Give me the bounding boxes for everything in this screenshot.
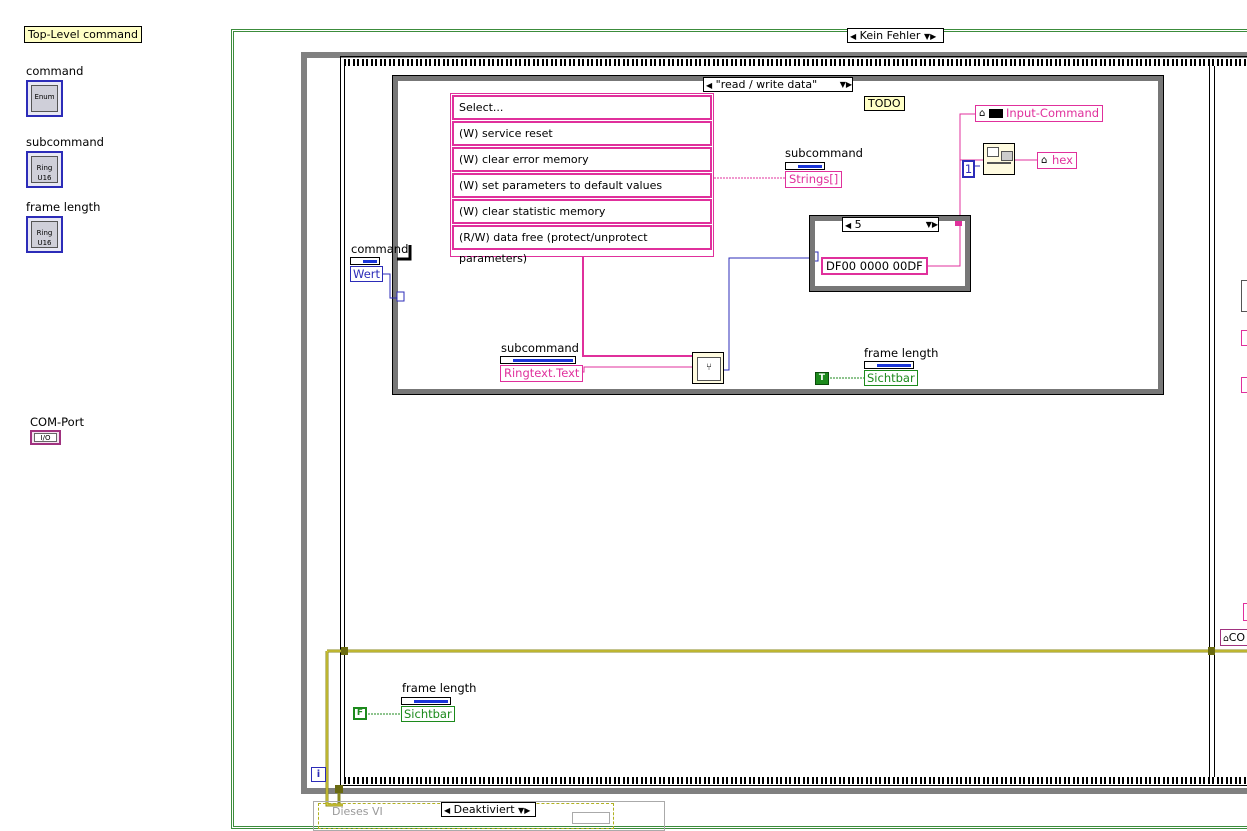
- subcommand-node-label: subcommand: [501, 341, 579, 355]
- true-constant[interactable]: T: [815, 372, 829, 385]
- home-icon: ⌂: [979, 108, 986, 119]
- sequence-frame-2: [1214, 66, 1247, 777]
- command-label: command: [26, 64, 84, 78]
- subcommand-property-node-header[interactable]: [785, 162, 825, 170]
- flat-sequence-frame[interactable]: [340, 56, 1247, 786]
- right-arrow-icon[interactable]: ▶: [524, 806, 531, 815]
- strings-prop[interactable]: Strings[]: [785, 171, 843, 188]
- partial-node: [1243, 603, 1247, 621]
- frame-length-property-node-header[interactable]: [864, 361, 914, 369]
- sequence-frame-1: [344, 66, 1210, 777]
- strings-array-constant[interactable]: [450, 93, 714, 257]
- case-selector-terminal[interactable]: [396, 291, 405, 302]
- command-node-label: command: [351, 242, 409, 256]
- sichtbar-prop[interactable]: Sichtbar: [864, 370, 918, 386]
- inner-case-selector[interactable]: ◀ "read / write data" ▶▼: [703, 77, 853, 92]
- disabled-text: Dieses VI: [332, 805, 383, 818]
- false-constant[interactable]: F: [353, 707, 367, 720]
- tunnel[interactable]: [955, 219, 962, 226]
- array-element[interactable]: (W) clear error memory: [452, 147, 712, 172]
- wire-error-cluster-left[interactable]: [325, 651, 343, 807]
- wire-command-value[interactable]: [380, 273, 400, 299]
- input-command-local[interactable]: ⌂ Input-Command: [975, 105, 1104, 122]
- frame-length-label: frame length: [26, 200, 101, 214]
- partial-node: [1241, 330, 1247, 346]
- subcommand-node-label: subcommand: [785, 146, 863, 160]
- tunnel[interactable]: [341, 647, 348, 655]
- left-arrow-icon[interactable]: ◀: [845, 221, 852, 230]
- dropdown-icon[interactable]: ▼: [518, 806, 525, 815]
- sequence-bottom-filmstrip: [344, 777, 1247, 784]
- left-arrow-icon[interactable]: ◀: [444, 806, 451, 815]
- frame-length-node-label: frame length: [864, 346, 939, 360]
- com-port-local[interactable]: ⌂CO: [1220, 629, 1247, 646]
- dropdown-icon[interactable]: ▼: [839, 80, 846, 89]
- frame-length-property-node-header[interactable]: [401, 697, 451, 705]
- numeric-constant[interactable]: 1: [962, 160, 975, 178]
- frame-length-node-label: frame length: [402, 681, 477, 695]
- hex-string-constant[interactable]: DF00 0000 00DF: [821, 257, 928, 275]
- ringtext-prop[interactable]: Ringtext.Text: [500, 365, 584, 382]
- loop-iteration-terminal[interactable]: i: [311, 767, 326, 782]
- while-loop[interactable]: [301, 52, 1247, 794]
- right-arrow-icon[interactable]: ▶: [930, 32, 937, 41]
- sichtbar-prop[interactable]: Sichtbar: [401, 706, 455, 722]
- sequence-top-filmstrip: [344, 59, 1247, 66]
- tunnel[interactable]: [1208, 647, 1215, 655]
- error-case-selector[interactable]: ◀ Kein Fehler ▼▶: [847, 28, 944, 43]
- disabled-node: [572, 812, 610, 824]
- array-element[interactable]: (W) service reset: [452, 121, 712, 146]
- redacted-block: [989, 109, 1003, 118]
- left-arrow-icon[interactable]: ◀: [850, 32, 857, 41]
- dropdown-icon[interactable]: ▼: [923, 32, 931, 41]
- string-convert-function-icon[interactable]: [983, 143, 1015, 175]
- io-icon: I/O: [34, 433, 57, 442]
- subcommand-label: subcommand: [26, 135, 104, 149]
- command-value-prop[interactable]: Wert: [350, 266, 384, 282]
- partial-node: [1241, 377, 1247, 393]
- nested-case-selector[interactable]: ◀ 5 ▶▼: [842, 217, 939, 232]
- tunnel[interactable]: [335, 785, 343, 793]
- todo-comment: TODO: [864, 96, 905, 111]
- right-arrow-icon[interactable]: ▶: [931, 220, 938, 229]
- home-icon: ⌂: [1223, 634, 1229, 644]
- array-element[interactable]: Select...: [452, 95, 712, 120]
- partial-node: [1241, 280, 1247, 312]
- wire-ring-to-select[interactable]: [582, 257, 693, 357]
- home-icon: ⌂: [1041, 155, 1048, 166]
- wire-hex-to-command[interactable]: [915, 113, 975, 267]
- left-arrow-icon[interactable]: ◀: [706, 81, 713, 90]
- array-element[interactable]: (W) clear statistic memory: [452, 199, 712, 224]
- right-arrow-icon[interactable]: ▶: [845, 80, 852, 89]
- hex-local[interactable]: ⌂ hex: [1037, 152, 1077, 169]
- top-level-comment: Top-Level command: [24, 26, 142, 43]
- command-property-node-header[interactable]: [350, 257, 380, 265]
- subcommand-property-node-header[interactable]: [500, 356, 576, 364]
- com-port-label: COM-Port: [30, 415, 84, 429]
- wire-ringtext[interactable]: [577, 366, 693, 373]
- wire-select-to-case[interactable]: [724, 257, 812, 371]
- disabled-case-selector[interactable]: ◀ Deaktiviert ▼▶: [441, 802, 536, 817]
- command-enum-terminal[interactable]: Enum: [26, 80, 63, 117]
- com-port-terminal[interactable]: I/O: [30, 430, 61, 445]
- select-function-icon[interactable]: ⑂: [692, 352, 724, 384]
- array-element[interactable]: (W) set parameters to default values: [452, 173, 712, 198]
- enum-icon: Enum: [31, 85, 58, 112]
- dropdown-icon[interactable]: ▼: [925, 220, 932, 229]
- array-element[interactable]: (R/W) data free (protect/unprotect param…: [452, 225, 712, 265]
